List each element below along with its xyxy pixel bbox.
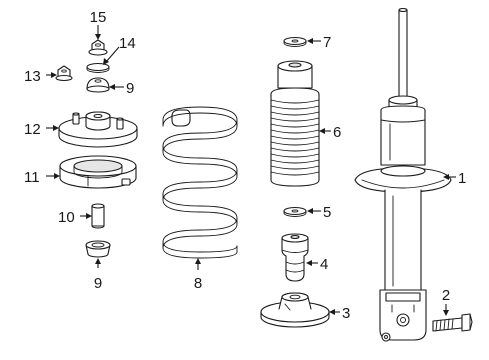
arrow-15 <box>95 34 101 40</box>
part-1-strut-assembly <box>354 7 452 342</box>
callout-11: 11 <box>24 169 40 186</box>
arrow-8 <box>195 258 201 264</box>
callout-10: 10 <box>58 209 75 226</box>
callout-5: 5 <box>323 204 331 221</box>
leader-14 <box>105 46 120 63</box>
arrow-3 <box>329 309 335 315</box>
arrow-7 <box>307 38 313 44</box>
callout-9-upper: 9 <box>126 80 134 97</box>
part-9-cap-upper <box>86 77 110 93</box>
part-10-collar <box>91 203 105 229</box>
part-12-strut-mount <box>58 111 138 148</box>
callout-8: 8 <box>194 275 202 292</box>
arrow-9-upper <box>109 84 115 90</box>
arrow-9-lower <box>95 258 101 264</box>
callout-9-lower: 9 <box>94 275 102 292</box>
arrow-6 <box>319 128 325 134</box>
arrow-1 <box>443 174 449 180</box>
callout-6: 6 <box>333 124 341 141</box>
callout-1: 1 <box>458 170 466 187</box>
arrow-5 <box>307 208 313 214</box>
part-2-bolt <box>432 313 473 332</box>
part-4-bump-stop <box>281 233 309 282</box>
callout-7: 7 <box>323 34 331 51</box>
callout-2: 2 <box>442 287 450 304</box>
part-9-cap-lower <box>85 240 111 258</box>
callout-4: 4 <box>320 256 328 273</box>
callout-14: 14 <box>119 35 136 52</box>
arrow-2 <box>443 310 449 316</box>
part-11-spring-seat <box>59 155 137 189</box>
part-8-coil-spring <box>162 106 238 259</box>
arrow-4 <box>306 260 312 266</box>
arrow-12 <box>53 125 59 131</box>
arrow-10 <box>86 213 92 219</box>
part-15-flange-nut <box>88 39 108 56</box>
part-7-washer <box>283 36 307 47</box>
callout-3: 3 <box>342 305 350 322</box>
arrow-11 <box>54 173 60 179</box>
part-6-dust-boot <box>270 60 320 187</box>
callout-12: 12 <box>24 121 41 138</box>
arrow-13 <box>51 72 57 78</box>
part-13-nut <box>55 65 73 82</box>
callout-15: 15 <box>90 9 107 26</box>
arrow-14 <box>103 58 109 65</box>
part-14-washer <box>86 62 110 73</box>
part-3-lower-insulator <box>260 292 330 328</box>
part-5-washer <box>283 206 307 217</box>
callout-13: 13 <box>24 68 41 85</box>
